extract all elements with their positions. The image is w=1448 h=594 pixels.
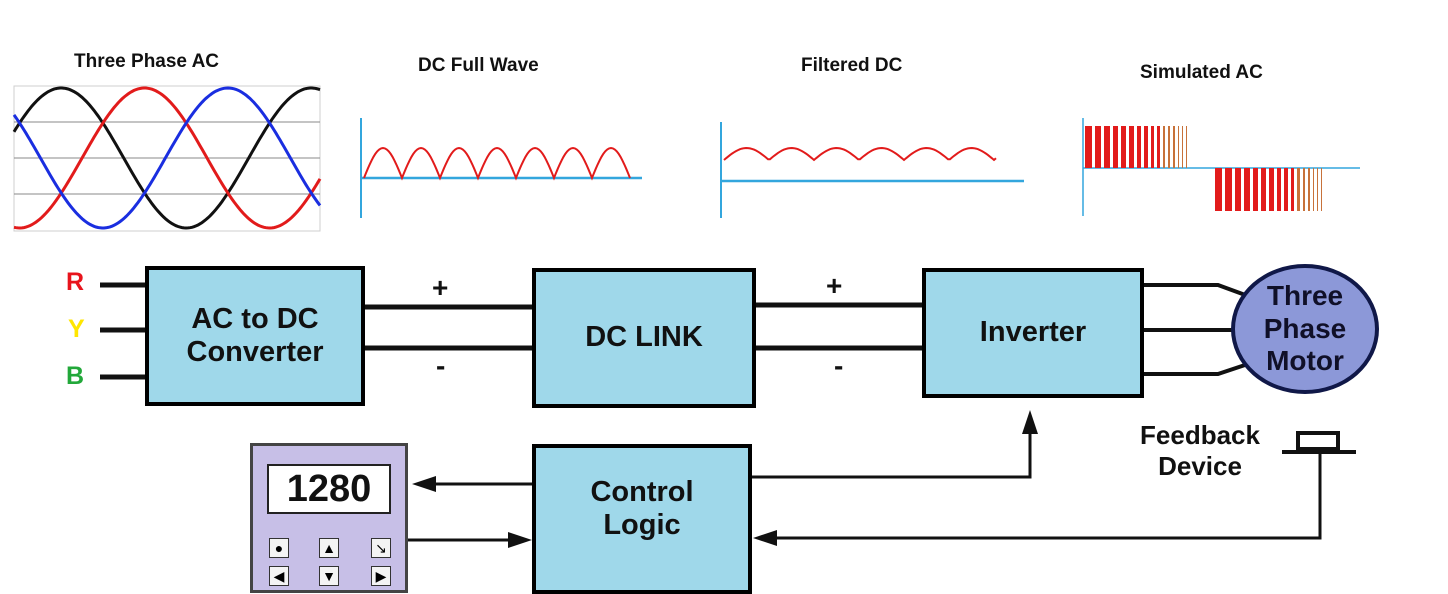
simulated-ac-title: Simulated AC <box>1140 62 1263 83</box>
pwm-pulse-negative <box>1297 168 1300 211</box>
pwm-pulse-positive <box>1157 126 1160 168</box>
operator-keypad: 1280 ● ▲ ↘ ◀ ▼ ▶ <box>250 443 408 593</box>
pwm-pulse-positive <box>1121 126 1126 168</box>
motor-label-line1: Three <box>1266 279 1344 311</box>
feedback-device-symbol <box>1282 431 1356 454</box>
pwm-pulse-positive <box>1144 126 1148 168</box>
pwm-pulse-positive <box>1095 126 1101 168</box>
control-to-inverter-line <box>750 432 1032 479</box>
dc-link-label: DC LINK <box>585 321 703 354</box>
motor-wire-top <box>1142 283 1249 298</box>
control-signal-wires <box>408 432 1322 542</box>
diagram-graphics <box>12 85 1360 548</box>
inverter-label: Inverter <box>979 316 1087 349</box>
feedback-to-control-line <box>775 452 1322 540</box>
converter-label-line2: Converter <box>186 336 324 368</box>
pwm-pulse-positive <box>1113 126 1118 168</box>
three-phase-motor: Three Phase Motor <box>1231 264 1379 394</box>
pwm-pulse-negative <box>1261 168 1266 211</box>
pwm-pulse-negative <box>1269 168 1274 211</box>
feedback-label-line2: Device <box>1158 451 1242 482</box>
dc-bus-minus-label-2: - <box>834 350 844 381</box>
pwm-pulse-negative <box>1321 168 1322 211</box>
pwm-pulse-negative <box>1291 168 1294 211</box>
dc-full-wave-plot <box>360 118 642 218</box>
dc-full-wave-trace <box>363 146 631 181</box>
signal-arrowheads <box>412 410 1038 548</box>
pwm-pulse-positive <box>1186 126 1187 168</box>
feedback-label-line1: Feedback <box>1140 420 1260 450</box>
phase-input-wires <box>100 282 147 380</box>
control-label-line1: Control <box>590 476 694 508</box>
pwm-pulse-positive <box>1182 126 1183 168</box>
pwm-pulse-negative <box>1303 168 1305 211</box>
diagonal-arrow-key[interactable]: ↘ <box>371 538 391 558</box>
pwm-pulse-negative <box>1244 168 1250 211</box>
pwm-pulse-negative <box>1313 168 1314 211</box>
phase-label-b: B <box>66 362 85 390</box>
filtered-dc-plot <box>720 122 1024 218</box>
feedback-device-label: Feedback Device <box>1120 420 1280 482</box>
three-phase-ac-plot <box>12 85 322 232</box>
arrow-to-inverter <box>1022 410 1038 434</box>
dc-link-block: DC LINK <box>532 268 756 408</box>
pwm-pulse-negative <box>1284 168 1288 211</box>
pwm-pulse-negative <box>1215 168 1222 211</box>
arrow-to-keypad <box>412 476 436 492</box>
dc-bus-plus-label-2: + <box>826 270 843 301</box>
pwm-pulse-positive <box>1085 126 1092 168</box>
pwm-pulse-positive <box>1173 126 1175 168</box>
pwm-pulse-positive <box>1178 126 1179 168</box>
pwm-pulse-negative <box>1308 168 1310 211</box>
pwm-pulse-positive <box>1168 126 1170 168</box>
ac-to-dc-converter-block: AC to DC Converter <box>145 266 365 406</box>
pwm-pulse-positive <box>1129 126 1134 168</box>
pwm-pulse-positive <box>1137 126 1141 168</box>
control-logic-block: Control Logic <box>532 444 752 594</box>
dc-full-wave-title: DC Full Wave <box>418 55 539 76</box>
arrow-to-control-logic-left <box>508 532 532 548</box>
pwm-pulse-negative <box>1235 168 1241 211</box>
pwm-pulse-negative <box>1225 168 1232 211</box>
motor-label-line2: Phase <box>1263 312 1347 344</box>
right-arrow-key[interactable]: ▶ <box>371 566 391 586</box>
pwm-pulse-negative <box>1317 168 1318 211</box>
pwm-pulse-positive <box>1151 126 1154 168</box>
motor-output-wires <box>1142 283 1249 376</box>
dc-bus-wires <box>364 302 924 351</box>
record-key[interactable]: ● <box>269 538 289 558</box>
motor-wire-bottom <box>1142 362 1249 376</box>
control-label-line2: Logic <box>603 509 681 542</box>
pwm-pulse-negative <box>1253 168 1258 211</box>
pwm-pulse-positive <box>1104 126 1110 168</box>
phase-label-r: R <box>66 268 85 296</box>
dc-bus-plus-label-1: + <box>432 272 449 303</box>
filtered-dc-title: Filtered DC <box>801 55 903 76</box>
pwm-pulse-positive <box>1163 126 1165 168</box>
phase-wave-red <box>13 86 322 230</box>
simulated-ac-plot <box>1082 118 1360 216</box>
vfd-block-diagram: Three Phase AC DC Full Wave Filtered DC … <box>12 51 1379 594</box>
inverter-block: Inverter <box>922 268 1144 398</box>
keypad-display: 1280 <box>267 464 391 514</box>
converter-label-line1: AC to DC <box>191 302 319 335</box>
three-phase-ac-title: Three Phase AC <box>74 51 220 72</box>
left-arrow-key[interactable]: ◀ <box>269 566 289 586</box>
dc-bus-minus-label-1: - <box>436 350 446 381</box>
motor-label-line3: Motor <box>1266 345 1344 377</box>
phase-label-y: Y <box>68 315 85 343</box>
up-arrow-key[interactable]: ▲ <box>319 538 339 558</box>
down-arrow-key[interactable]: ▼ <box>319 566 339 586</box>
filtered-dc-trace <box>723 146 997 162</box>
phase-wave-blue <box>12 86 322 230</box>
pwm-pulse-negative <box>1277 168 1281 211</box>
feedback-device-body <box>1296 431 1340 451</box>
arrow-to-control-logic-right <box>753 530 777 546</box>
pwm-pulse-bars <box>1085 126 1322 211</box>
